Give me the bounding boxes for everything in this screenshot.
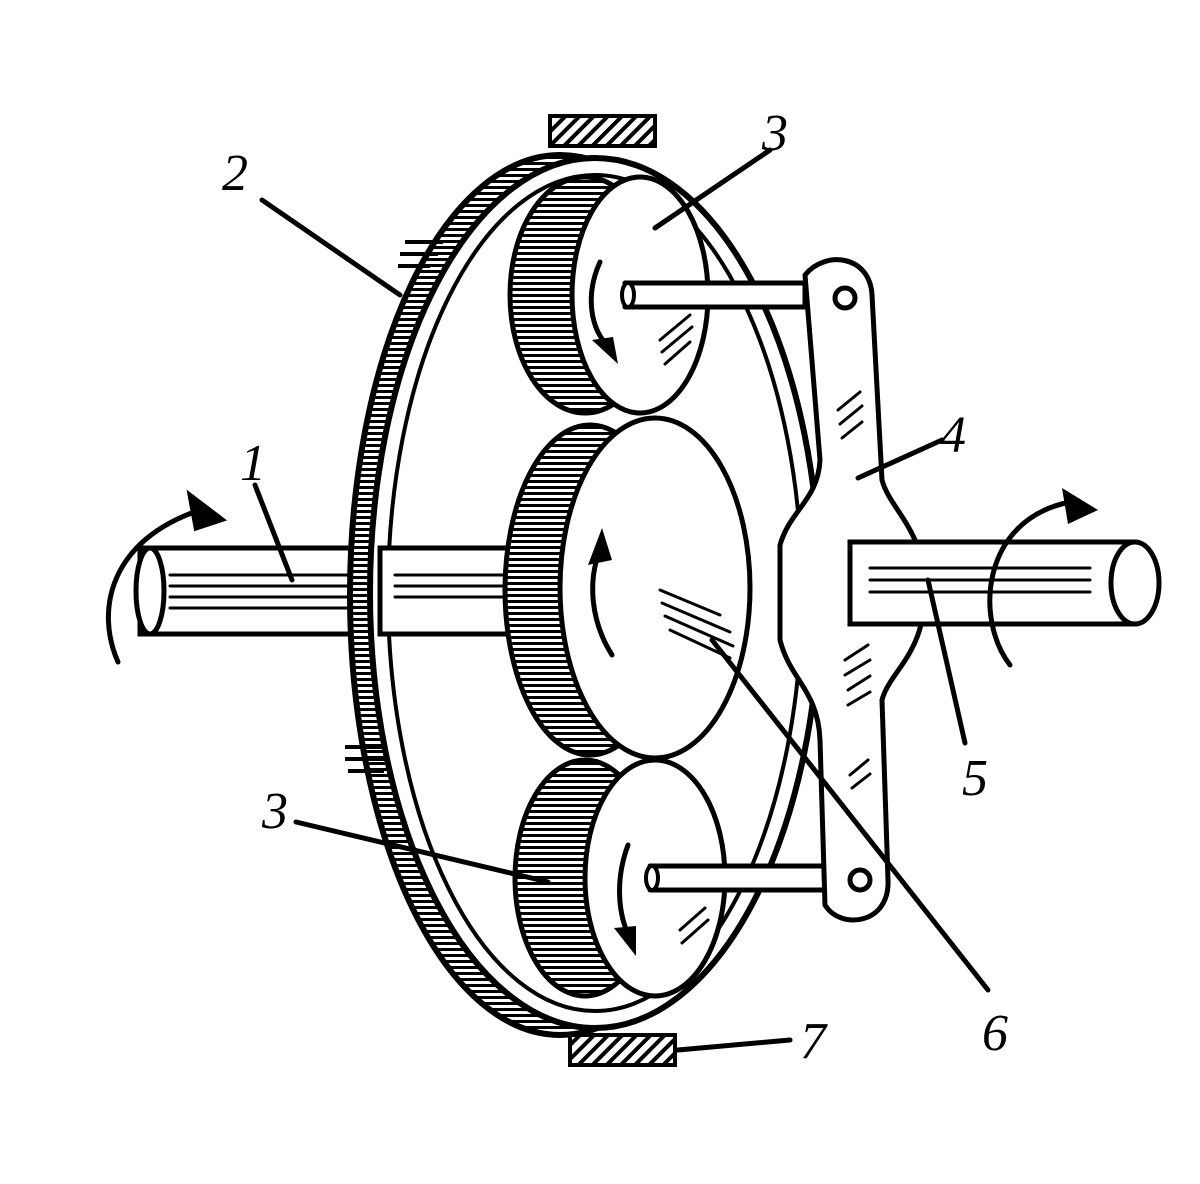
label-input-shaft: 1: [240, 435, 266, 492]
label-ring-gear: 2: [222, 145, 248, 202]
label-planet-gear-bottom: 3: [261, 783, 288, 840]
label-sun-gear: 6: [982, 1005, 1008, 1062]
planet-gear-bottom: [512, 757, 828, 999]
planet-gear-top: [507, 174, 808, 416]
output-rotation-arrow-icon: [987, 488, 1098, 668]
label-output-shaft: 5: [962, 750, 988, 807]
sun-gear: [502, 415, 753, 761]
output-shaft: [847, 539, 1162, 627]
label-brake: 7: [800, 1013, 828, 1070]
brake-block-top: [548, 114, 657, 148]
input-rotation-arrow-icon: [105, 489, 228, 665]
label-planet-gear-top: 3: [761, 105, 788, 162]
brake-block-bottom: [568, 1033, 677, 1067]
leader-lines: [252, 147, 991, 1053]
label-carrier: 4: [940, 407, 966, 464]
